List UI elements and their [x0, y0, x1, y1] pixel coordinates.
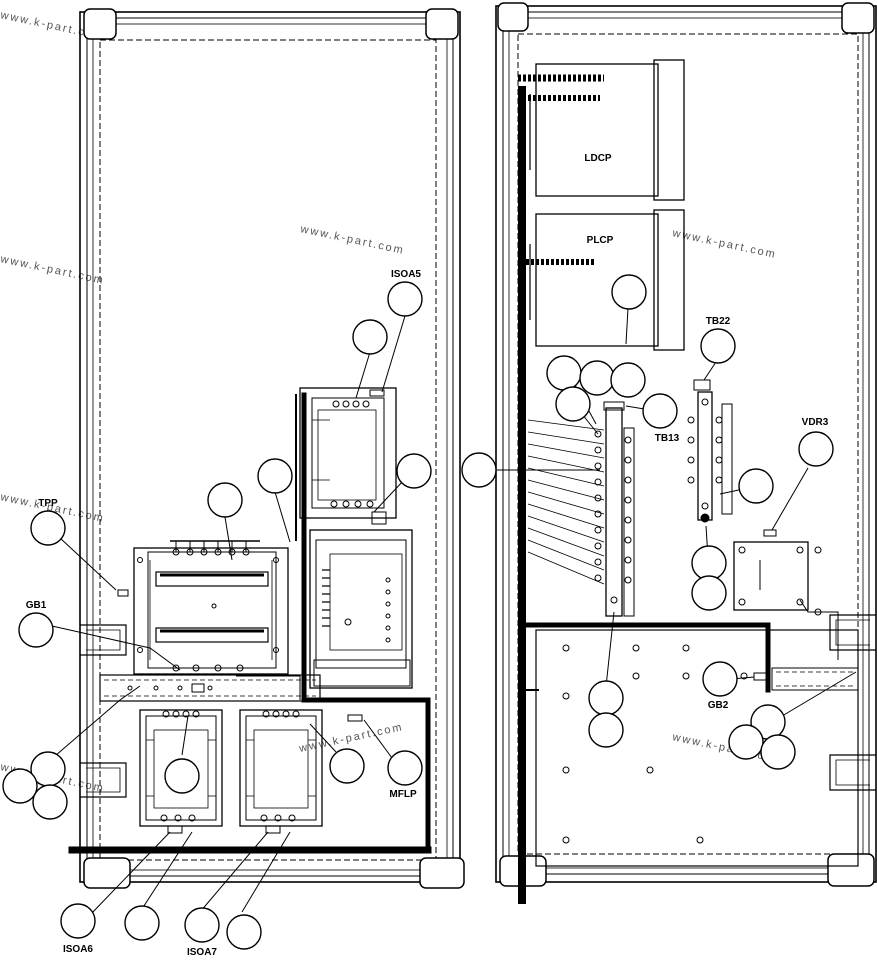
- isoa5-module: [299, 387, 397, 525]
- left-cabinet: [79, 8, 465, 889]
- callout-circle: [691, 545, 727, 581]
- corner-block: [419, 857, 465, 889]
- label-mflp: MFLP: [389, 789, 417, 800]
- small-tags-left: [117, 589, 363, 722]
- label-tpp: TPP: [38, 498, 58, 509]
- plcp-label: PLCP: [587, 235, 614, 246]
- label-isoa7: ISOA7: [187, 947, 217, 956]
- watermark-2: www.k-part.com: [298, 223, 405, 257]
- callout-circle: [588, 712, 624, 748]
- callout-circle: [124, 905, 160, 941]
- label-vdr3: VDR3: [802, 417, 829, 428]
- callout-circle: [728, 724, 764, 760]
- callout-circle: [60, 903, 96, 939]
- right-heavy-wiring: [518, 86, 771, 904]
- label-tb13: TB13: [655, 433, 680, 444]
- plcp-box: [526, 209, 685, 351]
- isoa7-module: [239, 709, 323, 834]
- callout-circles: [2, 274, 834, 950]
- callout-circle: [164, 758, 200, 794]
- leader-lines: [47, 307, 857, 916]
- right-cabinet: [495, 2, 877, 887]
- label-isoa5: ISOA5: [391, 269, 421, 280]
- corner-block: [83, 8, 117, 40]
- watermark-3: www.k-part.com: [0, 253, 106, 287]
- label-isoa6: ISOA6: [63, 944, 93, 955]
- callout-circle: [30, 510, 66, 546]
- callout-circle: [329, 748, 365, 784]
- callout-circle: [2, 768, 38, 804]
- callout-circle: [352, 319, 388, 355]
- callout-circle: [461, 452, 497, 488]
- left-heavy-wiring: [68, 392, 432, 854]
- callout-circle: [32, 784, 68, 820]
- label-gb1: GB1: [26, 600, 47, 611]
- callout-circle: [588, 680, 624, 716]
- callout-circle: [184, 907, 220, 943]
- vdr3-plate: [733, 529, 839, 660]
- callout-circle: [257, 458, 293, 494]
- corner-block: [425, 8, 459, 40]
- callout-circle: [555, 386, 591, 422]
- watermark-4: www.k-part.com: [670, 227, 777, 261]
- ldcp-label: LDCP: [584, 153, 612, 164]
- corner-block: [841, 2, 875, 34]
- label-tb22: TB22: [706, 316, 731, 327]
- transformer-board: [133, 540, 289, 675]
- callout-circle: [579, 360, 615, 396]
- callout-circle: [611, 274, 647, 310]
- callout-circle: [610, 362, 646, 398]
- corner-block: [827, 853, 875, 887]
- label-gb2: GB2: [708, 700, 729, 711]
- isoa6-module: [139, 709, 223, 834]
- callout-circle: [207, 482, 243, 518]
- tb13-block: [527, 401, 635, 617]
- callout-circle: [387, 281, 423, 317]
- callout-circle: [760, 734, 796, 770]
- callout-circle: [702, 661, 738, 697]
- part-labels: ISOA5 TPP GB1 MFLP ISOA6 ISOA7 TB22 TB13…: [26, 269, 829, 958]
- tb22-block: [687, 379, 733, 523]
- callout-circle: [798, 431, 834, 467]
- callout-circle: [18, 612, 54, 648]
- power-module: [309, 529, 413, 689]
- callout-circle: [396, 453, 432, 489]
- callout-circle: [642, 393, 678, 429]
- ldcp-box: [518, 59, 685, 201]
- gb1-terminal-strip: [99, 589, 321, 702]
- right-lower-panel: [535, 629, 859, 867]
- callout-circle: [546, 355, 582, 391]
- callout-circle: [226, 914, 262, 950]
- callout-circle: [387, 750, 423, 786]
- callout-circle: [738, 468, 774, 504]
- callout-circle: [691, 575, 727, 611]
- callout-circle: [700, 328, 736, 364]
- corner-block: [497, 2, 529, 32]
- corner-block: [83, 857, 131, 889]
